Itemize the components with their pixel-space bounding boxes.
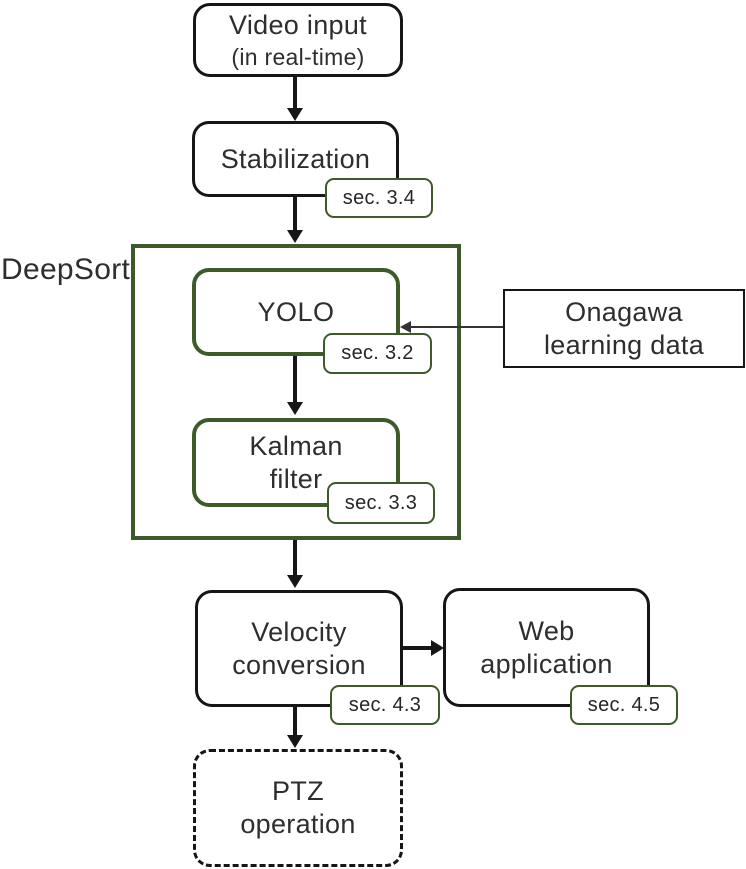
arrow-onagawa-to-yolo-head [400,321,411,333]
arrow-velocity-to-webapp-head [431,640,444,656]
deepsort-container [131,244,461,540]
node-onagawa-learning-data: Onagawa learning data [503,289,745,368]
arrow-yolo-to-kalman-line [293,356,297,403]
web-application-label: Web [518,615,575,646]
arrow-velocity-to-ptz-line [293,707,297,737]
web-application-sublabel: application [480,648,613,679]
arrow-stabilization-to-deepsort-line [293,197,297,232]
badge-sec-3-4: sec. 3.4 [325,178,433,218]
onagawa-label: Onagawa [565,296,683,327]
arrow-stabilization-to-deepsort-head [287,230,303,243]
video-input-sublabel: (in real-time) [231,43,365,70]
ptz-operation-sublabel: operation [240,809,356,839]
arrow-velocity-to-webapp-line [403,646,433,650]
badge-sec-4-3: sec. 4.3 [330,685,440,725]
velocity-conversion-sublabel: conversion [232,649,366,680]
ptz-operation-label: PTZ [272,776,324,806]
badge-sec-3-3: sec. 3.3 [327,482,435,524]
arrow-yolo-to-kalman-head [287,402,303,415]
node-video-input: Video input (in real-time) [193,3,403,77]
deepsort-label: DeepSort [1,253,131,286]
arrow-deepsort-to-velocity-head [287,575,303,588]
node-velocity-conversion: Velocity conversion [195,590,403,707]
arrow-velocity-to-ptz-head [287,735,303,748]
stabilization-label: Stabilization [220,143,371,174]
badge-sec-3-2: sec. 3.2 [323,333,432,374]
kalman-filter-sublabel: filter [269,463,323,494]
node-ptz-operation: PTZ operation [193,749,403,867]
velocity-conversion-label: Velocity [251,616,347,647]
node-stabilization: Stabilization [192,121,399,197]
yolo-label: YOLO [257,296,335,327]
arrow-video-to-stabilization-head [287,108,303,121]
video-input-label: Video input [229,9,367,40]
arrow-deepsort-to-velocity-line [293,540,297,576]
kalman-filter-label: Kalman [249,430,343,461]
arrow-onagawa-to-yolo-line [410,326,503,328]
badge-sec-4-5: sec. 4.5 [570,685,678,725]
arrow-video-to-stabilization-line [293,77,297,110]
onagawa-sublabel: learning data [543,329,705,360]
